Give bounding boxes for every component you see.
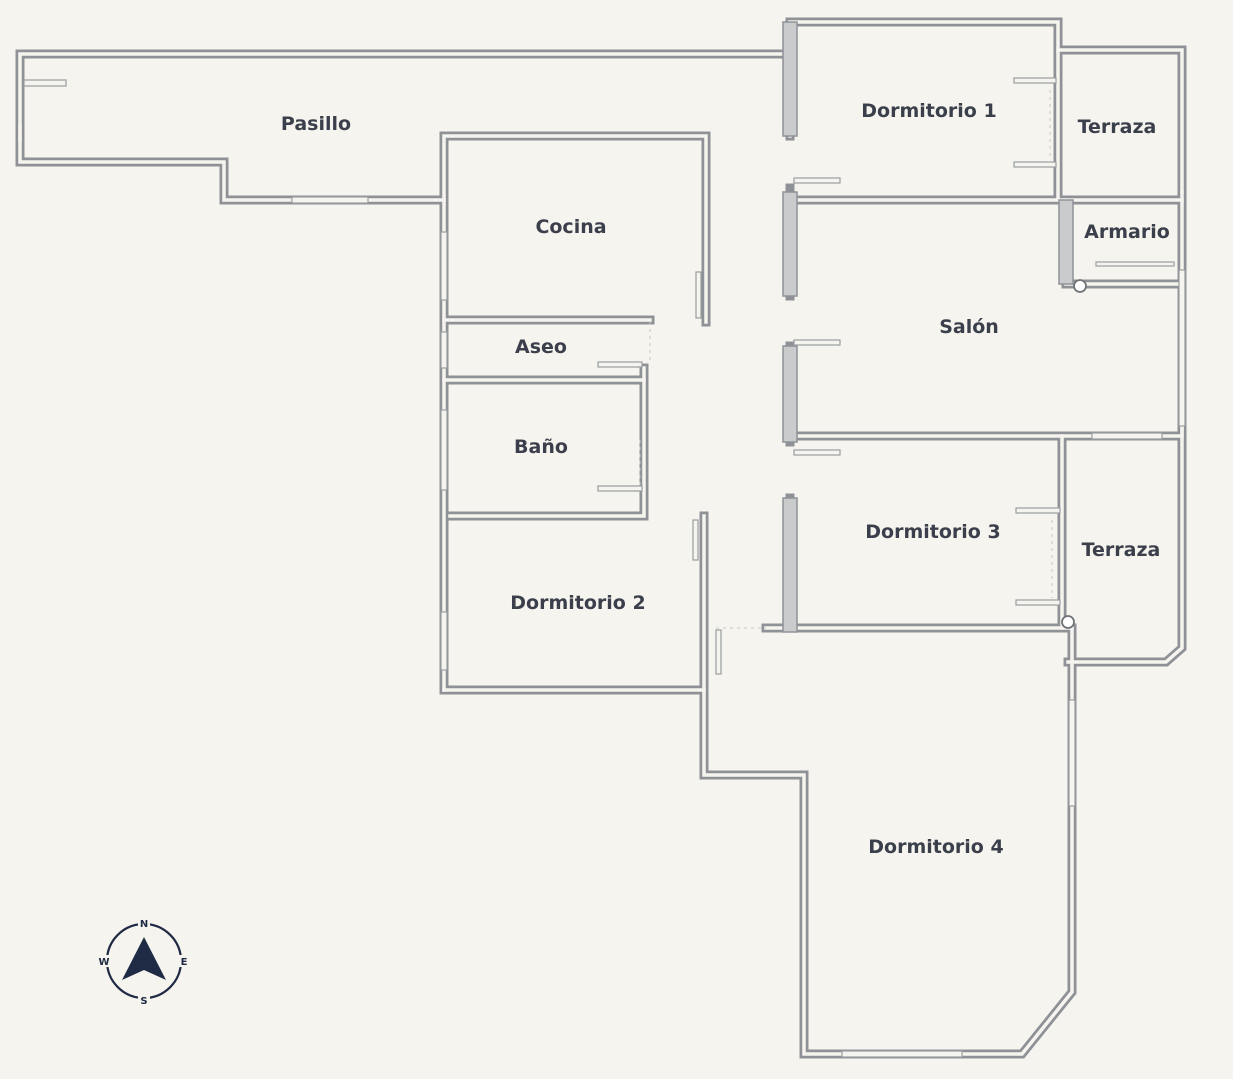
window-aseo <box>440 331 448 369</box>
compass-east: E <box>181 957 188 968</box>
window-dormitorio-4-east <box>1068 699 1076 807</box>
solid-wall-salon-north <box>782 191 798 297</box>
room-label-aseo: Aseo <box>515 336 567 358</box>
door-aseo <box>597 361 643 368</box>
window-pasillo-west <box>23 79 67 87</box>
room-label-dormitorio-3: Dormitorio 3 <box>865 521 1000 543</box>
pillar-terraza-sur <box>1061 615 1075 629</box>
doors <box>597 77 1175 675</box>
window-pasillo-south <box>291 196 369 204</box>
wall-hollows <box>18 20 1184 1056</box>
solid-wall-dorm3 <box>782 497 798 633</box>
solid-walls <box>782 21 1074 633</box>
walls <box>15 17 1187 1059</box>
compass-west: W <box>98 957 109 968</box>
wall-pasillo-top <box>15 49 791 145</box>
north-arrow-icon <box>122 937 166 980</box>
door-cocina <box>695 271 702 319</box>
solid-wall-armario <box>1058 199 1074 285</box>
door-salon <box>793 339 841 346</box>
room-label-terraza-norte: Terraza <box>1078 116 1157 138</box>
room-label-dormitorio-1: Dormitorio 1 <box>861 100 996 122</box>
pillar-armario <box>1073 279 1087 293</box>
door-terraza-norte-a <box>1013 77 1057 84</box>
window-cocina <box>440 231 448 301</box>
door-dormitorio-3 <box>793 449 841 456</box>
room-label-pasillo: Pasillo <box>281 113 351 135</box>
door-dormitorio-4 <box>715 629 722 675</box>
window-salon-south <box>1091 432 1163 440</box>
room-label-armario: Armario <box>1084 221 1170 243</box>
room-label-cocina: Cocina <box>535 216 606 238</box>
solid-wall-dorm1 <box>782 21 798 137</box>
room-labels: Pasillo Cocina Aseo Baño Dormitorio 2 Do… <box>281 100 1170 858</box>
compass-south: S <box>140 996 147 1007</box>
window-dormitorio-4 <box>841 1050 963 1058</box>
room-label-dormitorio-4: Dormitorio 4 <box>868 836 1003 858</box>
door-terraza-norte-b <box>1013 161 1057 168</box>
door-dormitorio-1 <box>793 177 841 184</box>
door-terraza-sur-b <box>1015 599 1061 606</box>
room-label-terraza-sur: Terraza <box>1082 539 1161 561</box>
solid-wall-salon-south <box>782 345 798 443</box>
compass: N S E W <box>98 917 188 1007</box>
door-armario <box>1095 261 1175 267</box>
window-dormitorio-2 <box>440 611 448 671</box>
window-bano <box>440 409 448 491</box>
windows <box>23 79 1186 1058</box>
room-label-salon: Salón <box>939 316 999 338</box>
room-label-bano: Baño <box>514 436 568 458</box>
room-label-dormitorio-2: Dormitorio 2 <box>510 592 645 614</box>
window-salon-east <box>1178 269 1186 427</box>
door-terraza-sur-a <box>1015 507 1061 514</box>
door-dormitorio-2 <box>692 519 699 561</box>
door-bano <box>597 485 643 492</box>
compass-north: N <box>140 919 148 930</box>
